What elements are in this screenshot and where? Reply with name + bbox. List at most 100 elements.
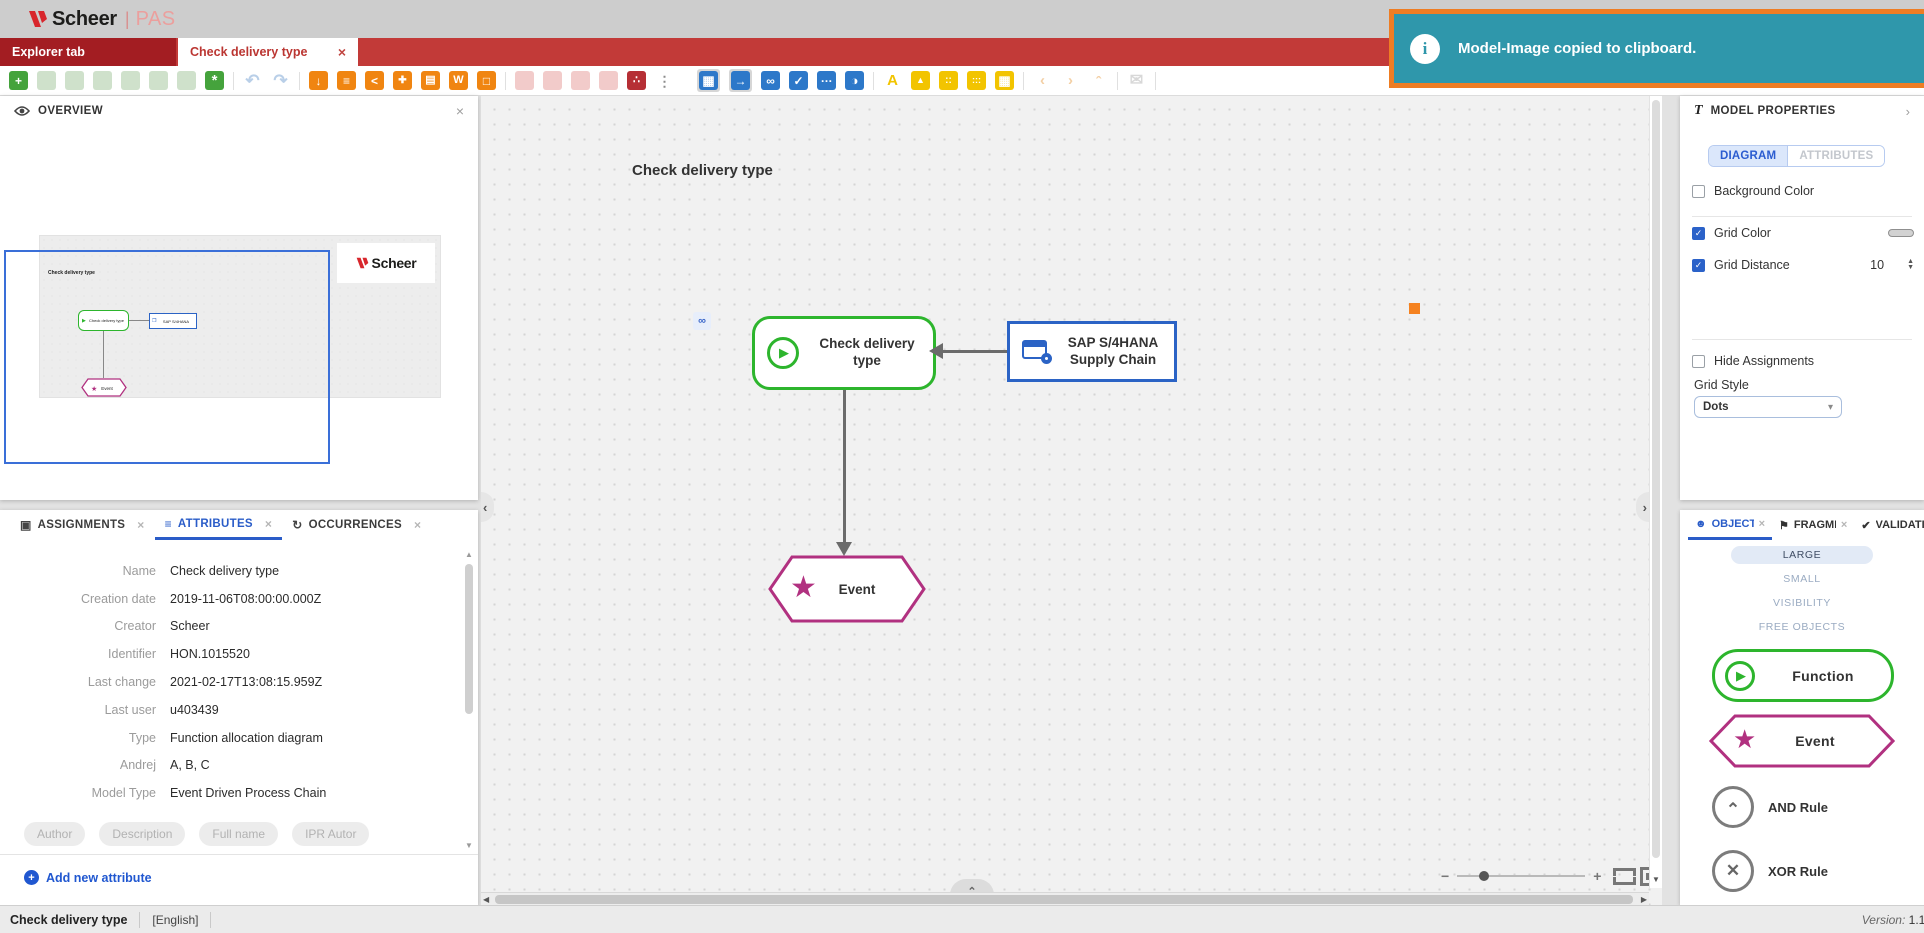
grid-distance-value[interactable]: 10 — [1870, 258, 1885, 272]
grid-color-checkbox[interactable] — [1692, 226, 1705, 240]
diagram-canvas[interactable]: Check delivery type Check delivery type … — [481, 96, 1662, 905]
font-color-icon[interactable] — [883, 71, 902, 90]
collapse-right-panel-handle[interactable] — [1636, 492, 1649, 522]
insert-image-icon[interactable] — [911, 71, 930, 90]
palette-item-and-rule[interactable]: AND Rule — [1712, 786, 1828, 828]
pin-icon[interactable] — [393, 71, 412, 90]
fullscreen-icon[interactable] — [1613, 867, 1637, 885]
view-small[interactable]: SMALL — [1783, 573, 1821, 585]
grid-distance-checkbox[interactable] — [1692, 258, 1705, 272]
paste-icon[interactable] — [121, 71, 140, 90]
palette-item-function[interactable]: Function — [1712, 649, 1894, 702]
event-node[interactable]: Event — [768, 555, 926, 623]
function-node-check-delivery-type[interactable]: Check delivery type — [752, 316, 936, 390]
delete-icon[interactable] — [37, 71, 56, 90]
close-fragments-icon[interactable] — [1841, 519, 1847, 531]
tab-check-delivery-type[interactable]: Check delivery type — [178, 38, 358, 66]
align-dots-horizontal-icon[interactable] — [967, 71, 986, 90]
selection-handle[interactable] — [1409, 303, 1420, 314]
minimap-viewport-rect[interactable] — [4, 250, 330, 464]
grid-view-toggle[interactable] — [697, 69, 720, 92]
hide-assignments-checkbox[interactable] — [1692, 354, 1705, 368]
chip-full-name[interactable]: Full name — [199, 822, 279, 846]
chevron-right-icon[interactable] — [1906, 104, 1910, 119]
overview-close-icon[interactable] — [456, 103, 464, 119]
insert-table-icon[interactable] — [995, 71, 1014, 90]
tab-assignments[interactable]: ASSIGNMENTS — [10, 510, 155, 540]
tab-attributes[interactable]: ATTRIBUTES — [154, 510, 283, 540]
new-model-icon[interactable] — [9, 71, 28, 90]
chip-ipr-autor[interactable]: IPR Autor — [292, 822, 370, 846]
send-to-back-icon[interactable] — [543, 71, 562, 90]
grid-distance-stepper[interactable] — [1907, 259, 1914, 271]
scroll-up-icon[interactable] — [465, 550, 473, 559]
scrollbar-thumb[interactable] — [495, 895, 1633, 904]
tab-attributes-props[interactable]: ATTRIBUTES — [1787, 146, 1885, 166]
tab-explorer[interactable]: Explorer tab — [0, 38, 176, 66]
close-tab-icon[interactable] — [338, 44, 346, 60]
settings-gear-icon[interactable] — [205, 71, 224, 90]
tab-diagram[interactable]: DIAGRAM — [1709, 146, 1788, 166]
canvas-horizontal-scrollbar[interactable] — [481, 892, 1649, 905]
overview-minimap[interactable]: Scheer Check delivery type Check deliver… — [39, 235, 441, 398]
edge-function-to-event[interactable] — [843, 390, 846, 542]
system-node-sap[interactable]: SAP S/4HANA Supply Chain — [1007, 321, 1177, 382]
canvas-vertical-scrollbar[interactable] — [1649, 96, 1662, 888]
print-icon[interactable] — [421, 71, 440, 90]
zoom-slider[interactable] — [1457, 870, 1586, 881]
close-assignments-icon[interactable] — [137, 518, 144, 532]
palette-item-xor-rule[interactable]: XOR Rule — [1712, 850, 1828, 892]
close-attributes-icon[interactable] — [265, 517, 272, 531]
tab-validation[interactable]: VALIDATION — [1854, 510, 1924, 540]
notifications-icon[interactable] — [1127, 71, 1146, 90]
copy-icon[interactable] — [65, 71, 84, 90]
toggle-view-icon[interactable] — [845, 71, 864, 90]
view-visibility[interactable]: VISIBILITY — [1773, 597, 1831, 609]
tab-occurrences[interactable]: OCCURRENCES — [282, 510, 431, 540]
align-dots-vertical-icon[interactable] — [939, 71, 958, 90]
comments-icon[interactable] — [817, 71, 836, 90]
undo-icon[interactable] — [243, 71, 262, 90]
bring-forward-icon[interactable] — [571, 71, 590, 90]
close-objects-icon[interactable] — [1759, 518, 1765, 530]
export-report-icon[interactable] — [337, 71, 356, 90]
chip-description[interactable]: Description — [99, 822, 186, 846]
chip-author[interactable]: Author — [24, 822, 86, 846]
close-occurrences-icon[interactable] — [414, 518, 421, 532]
attributes-scrollbar[interactable] — [463, 550, 475, 850]
assignment-link-icon[interactable] — [693, 312, 711, 330]
hierarchy-icon[interactable] — [627, 71, 646, 90]
collapse-bottom-handle[interactable] — [950, 879, 994, 895]
nav-left-icon[interactable] — [1033, 71, 1052, 90]
edit-icon[interactable] — [177, 71, 196, 90]
download-image-icon[interactable] — [309, 71, 328, 90]
zoom-out-icon[interactable]: − — [1441, 868, 1450, 884]
background-color-checkbox[interactable] — [1692, 184, 1705, 198]
cut-icon[interactable] — [93, 71, 112, 90]
export-word-icon[interactable] — [449, 71, 468, 90]
nav-right-icon[interactable] — [1061, 71, 1080, 90]
checkbox-select-icon[interactable] — [789, 71, 808, 90]
nav-up-icon[interactable] — [1089, 71, 1108, 90]
send-backward-icon[interactable] — [599, 71, 618, 90]
zoom-slider-handle[interactable] — [1479, 870, 1490, 881]
add-new-attribute-link[interactable]: Add new attribute — [24, 870, 152, 885]
view-large[interactable]: LARGE — [1731, 546, 1873, 564]
scrollbar-thumb[interactable] — [465, 564, 473, 714]
scroll-right-icon[interactable] — [1641, 895, 1647, 904]
tab-objects[interactable]: OBJECTS — [1688, 510, 1773, 540]
view-free-objects[interactable]: FREE OBJECTS — [1758, 621, 1846, 633]
zoom-in-icon[interactable]: + — [1593, 868, 1602, 884]
stepper-down-icon[interactable] — [1907, 265, 1914, 271]
scrollbar-thumb[interactable] — [1652, 100, 1660, 858]
crop-selection-icon[interactable] — [477, 71, 496, 90]
palette-item-event[interactable]: Event — [1709, 714, 1895, 768]
duplicate-icon[interactable] — [149, 71, 168, 90]
more-options-icon[interactable] — [655, 71, 674, 90]
grid-style-dropdown[interactable]: Dots — [1694, 396, 1842, 418]
pin-canvas-toggle[interactable] — [729, 69, 752, 92]
edge-sap-to-function[interactable] — [943, 350, 1007, 353]
redo-icon[interactable] — [271, 71, 290, 90]
scroll-down-icon[interactable] — [465, 841, 473, 850]
search-binoculars-icon[interactable] — [761, 71, 780, 90]
